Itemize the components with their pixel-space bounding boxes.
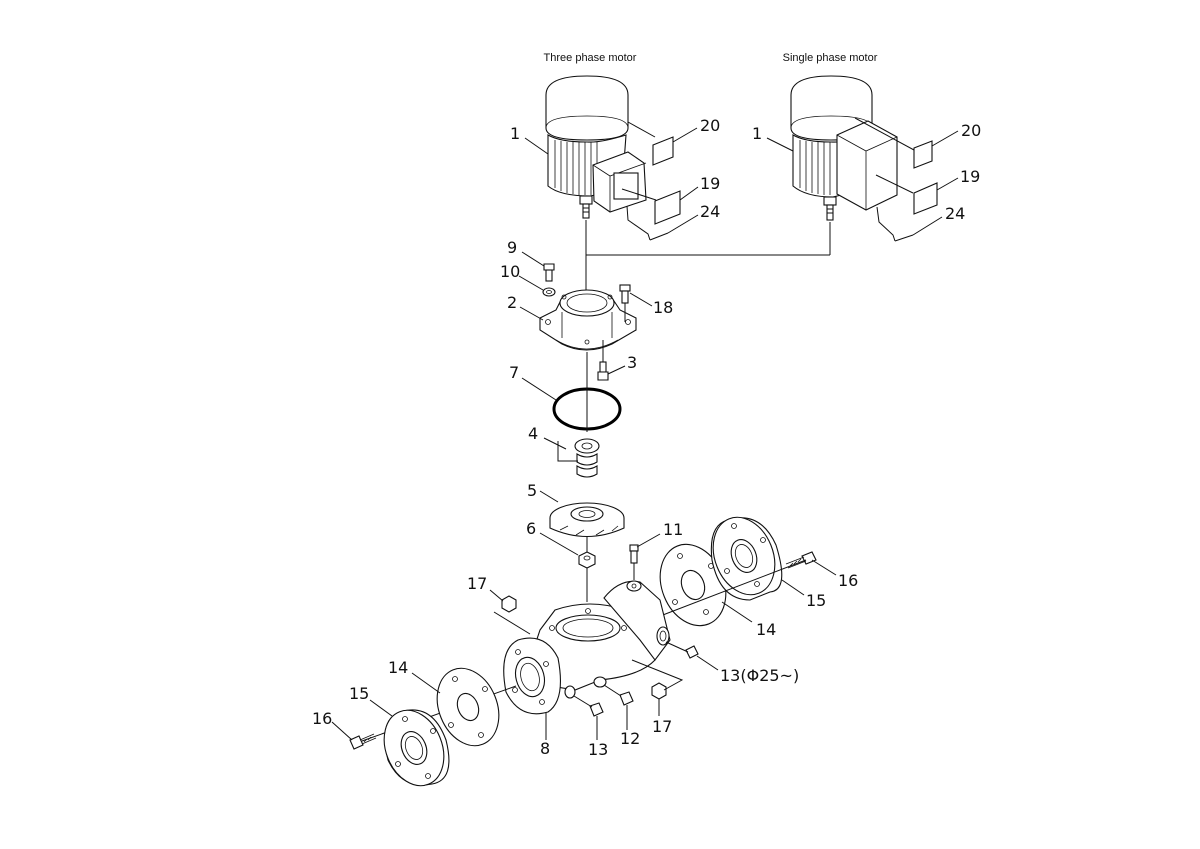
- part-16-bolt-left: [349, 733, 377, 750]
- callout-6: 6: [526, 519, 536, 538]
- callout-14-right: 14: [756, 620, 776, 639]
- callout-14-left: 14: [388, 658, 408, 677]
- callout-19-three-phase: 19: [700, 174, 720, 193]
- callout-9: 9: [507, 238, 517, 257]
- part-8-pump-casing: [503, 580, 671, 715]
- callout-20-single-phase: 20: [961, 121, 981, 140]
- part-9-bolt: [543, 263, 555, 282]
- callout-2: 2: [507, 293, 517, 312]
- callout-19-single-phase: 19: [960, 167, 980, 186]
- part-13-plug-right: [685, 645, 699, 659]
- part-3-screw: [597, 361, 609, 381]
- single-phase-motor: [790, 75, 938, 242]
- callout-17-bottom: 17: [652, 717, 672, 736]
- part-6-nut: [578, 551, 596, 569]
- part-11-plug: [629, 544, 639, 564]
- three-phase-motor: [545, 75, 681, 241]
- callout-18: 18: [653, 298, 673, 317]
- callout-1-three-phase: 1: [510, 124, 520, 143]
- callout-20-three-phase: 20: [700, 116, 720, 135]
- part-15-flange-left: [383, 709, 450, 787]
- part-5-impeller: [549, 502, 625, 537]
- part-13-plug-bottom: [589, 702, 604, 717]
- callout-24-single-phase: 24: [945, 204, 965, 223]
- callout-7: 7: [509, 363, 519, 382]
- callout-13-bottom: 13: [588, 740, 608, 759]
- callout-1-single-phase: 1: [752, 124, 762, 143]
- callout-5: 5: [527, 481, 537, 500]
- callout-13-right: 13(Φ25~): [720, 666, 799, 685]
- part-12-plug: [619, 691, 634, 706]
- callout-16-right: 16: [838, 571, 858, 590]
- single-phase-motor-title: Single phase motor: [783, 52, 878, 64]
- callout-24-three-phase: 24: [700, 202, 720, 221]
- callout-8: 8: [540, 739, 550, 758]
- callout-12: 12: [620, 729, 640, 748]
- part-17-nut-left: [501, 595, 517, 613]
- callout-4: 4: [528, 424, 538, 443]
- part-10-washer: [542, 287, 556, 297]
- callout-15-left: 15: [349, 684, 369, 703]
- part-14-gasket-left: [436, 667, 500, 747]
- part-4-seal: [574, 438, 600, 478]
- callout-3: 3: [627, 353, 637, 372]
- part-17-nut-bottom: [651, 682, 667, 700]
- callout-11: 11: [663, 520, 683, 539]
- part-15-flange-right: [710, 516, 783, 601]
- callout-15-right: 15: [806, 591, 826, 610]
- part-2-bracket: [539, 289, 637, 351]
- three-phase-motor-title: Three phase motor: [544, 52, 637, 64]
- callout-17-left: 17: [467, 574, 487, 593]
- callout-16-left: 16: [312, 709, 332, 728]
- callout-10: 10: [500, 262, 520, 281]
- part-16-bolt-right: [785, 551, 817, 569]
- part-18-bolt: [619, 284, 631, 304]
